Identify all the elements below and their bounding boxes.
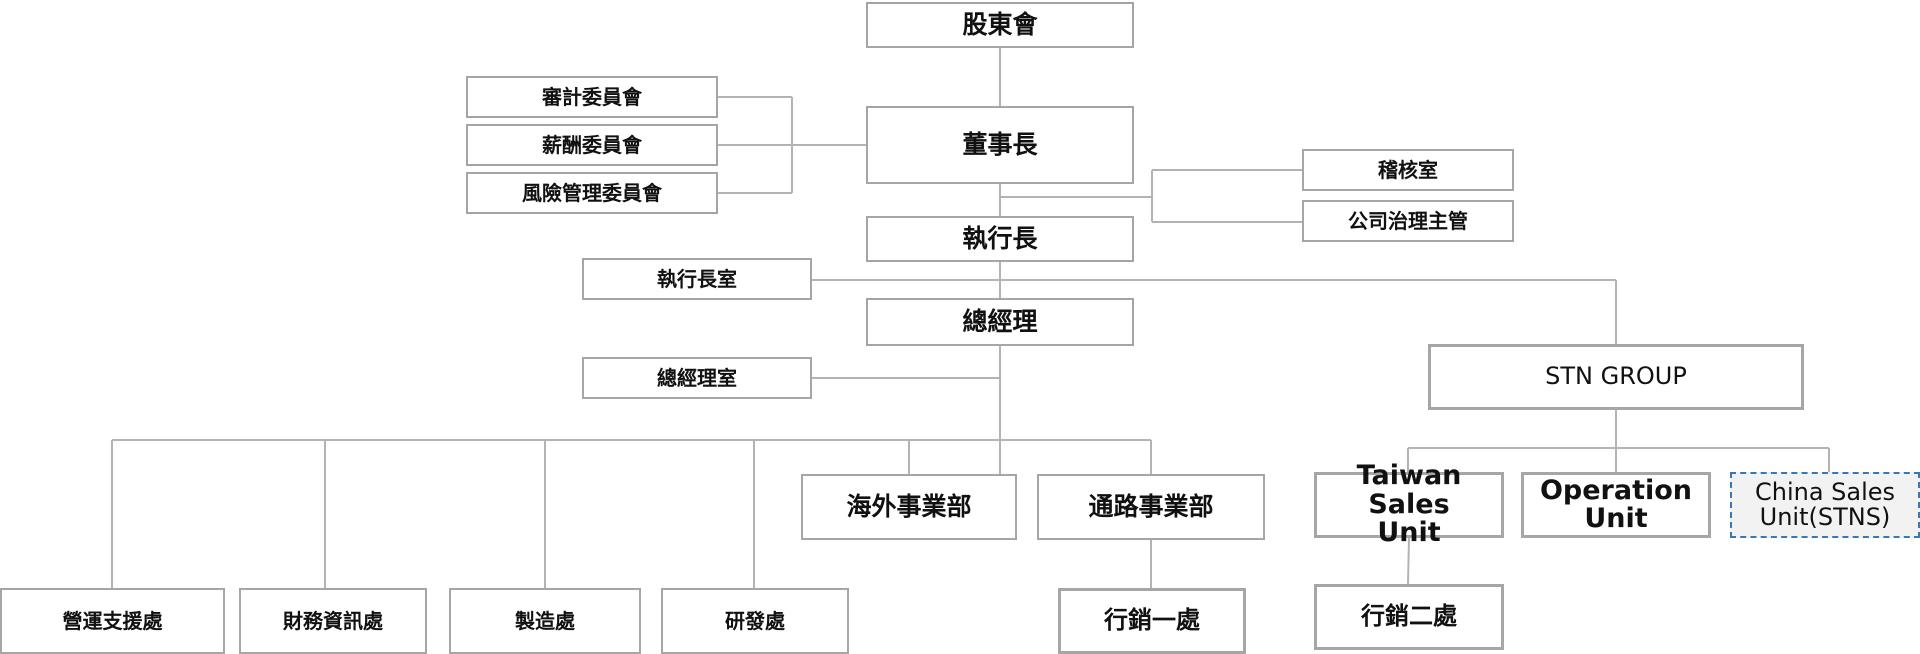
internal-audit-box: 稽核室: [1302, 149, 1514, 191]
finance-it-box: 財務資訊處: [239, 588, 427, 654]
shareholders-box: 股東會: [866, 2, 1134, 48]
ceo-office-box: 執行長室: [582, 258, 812, 300]
chairman-box: 董事長: [866, 106, 1134, 184]
governance-officer-box: 公司治理主管: [1302, 200, 1514, 242]
china-sales-unit-box: China Sales Unit(STNS): [1730, 472, 1920, 538]
general-manager-box: 總經理: [866, 298, 1134, 346]
audit-committee-box: 審計委員會: [466, 76, 718, 118]
marketing-1-box: 行銷一處: [1058, 588, 1246, 654]
overseas-division-box: 海外事業部: [801, 474, 1017, 540]
ceo-box: 執行長: [866, 216, 1134, 262]
operation-unit-box: Operation Unit: [1521, 472, 1711, 538]
compensation-committee-box: 薪酬委員會: [466, 124, 718, 166]
stn-group-box: STN GROUP: [1428, 344, 1804, 410]
taiwan-sales-unit-box: Taiwan Sales Unit: [1314, 462, 1504, 547]
manufacturing-box: 製造處: [449, 588, 641, 654]
marketing-2-box: 行銷二處: [1314, 584, 1504, 650]
operations-support-box: 營運支援處: [0, 588, 225, 654]
risk-committee-box: 風險管理委員會: [466, 172, 718, 214]
rd-box: 研發處: [661, 588, 849, 654]
channel-division-box: 通路事業部: [1037, 474, 1265, 540]
gm-office-box: 總經理室: [582, 357, 812, 399]
